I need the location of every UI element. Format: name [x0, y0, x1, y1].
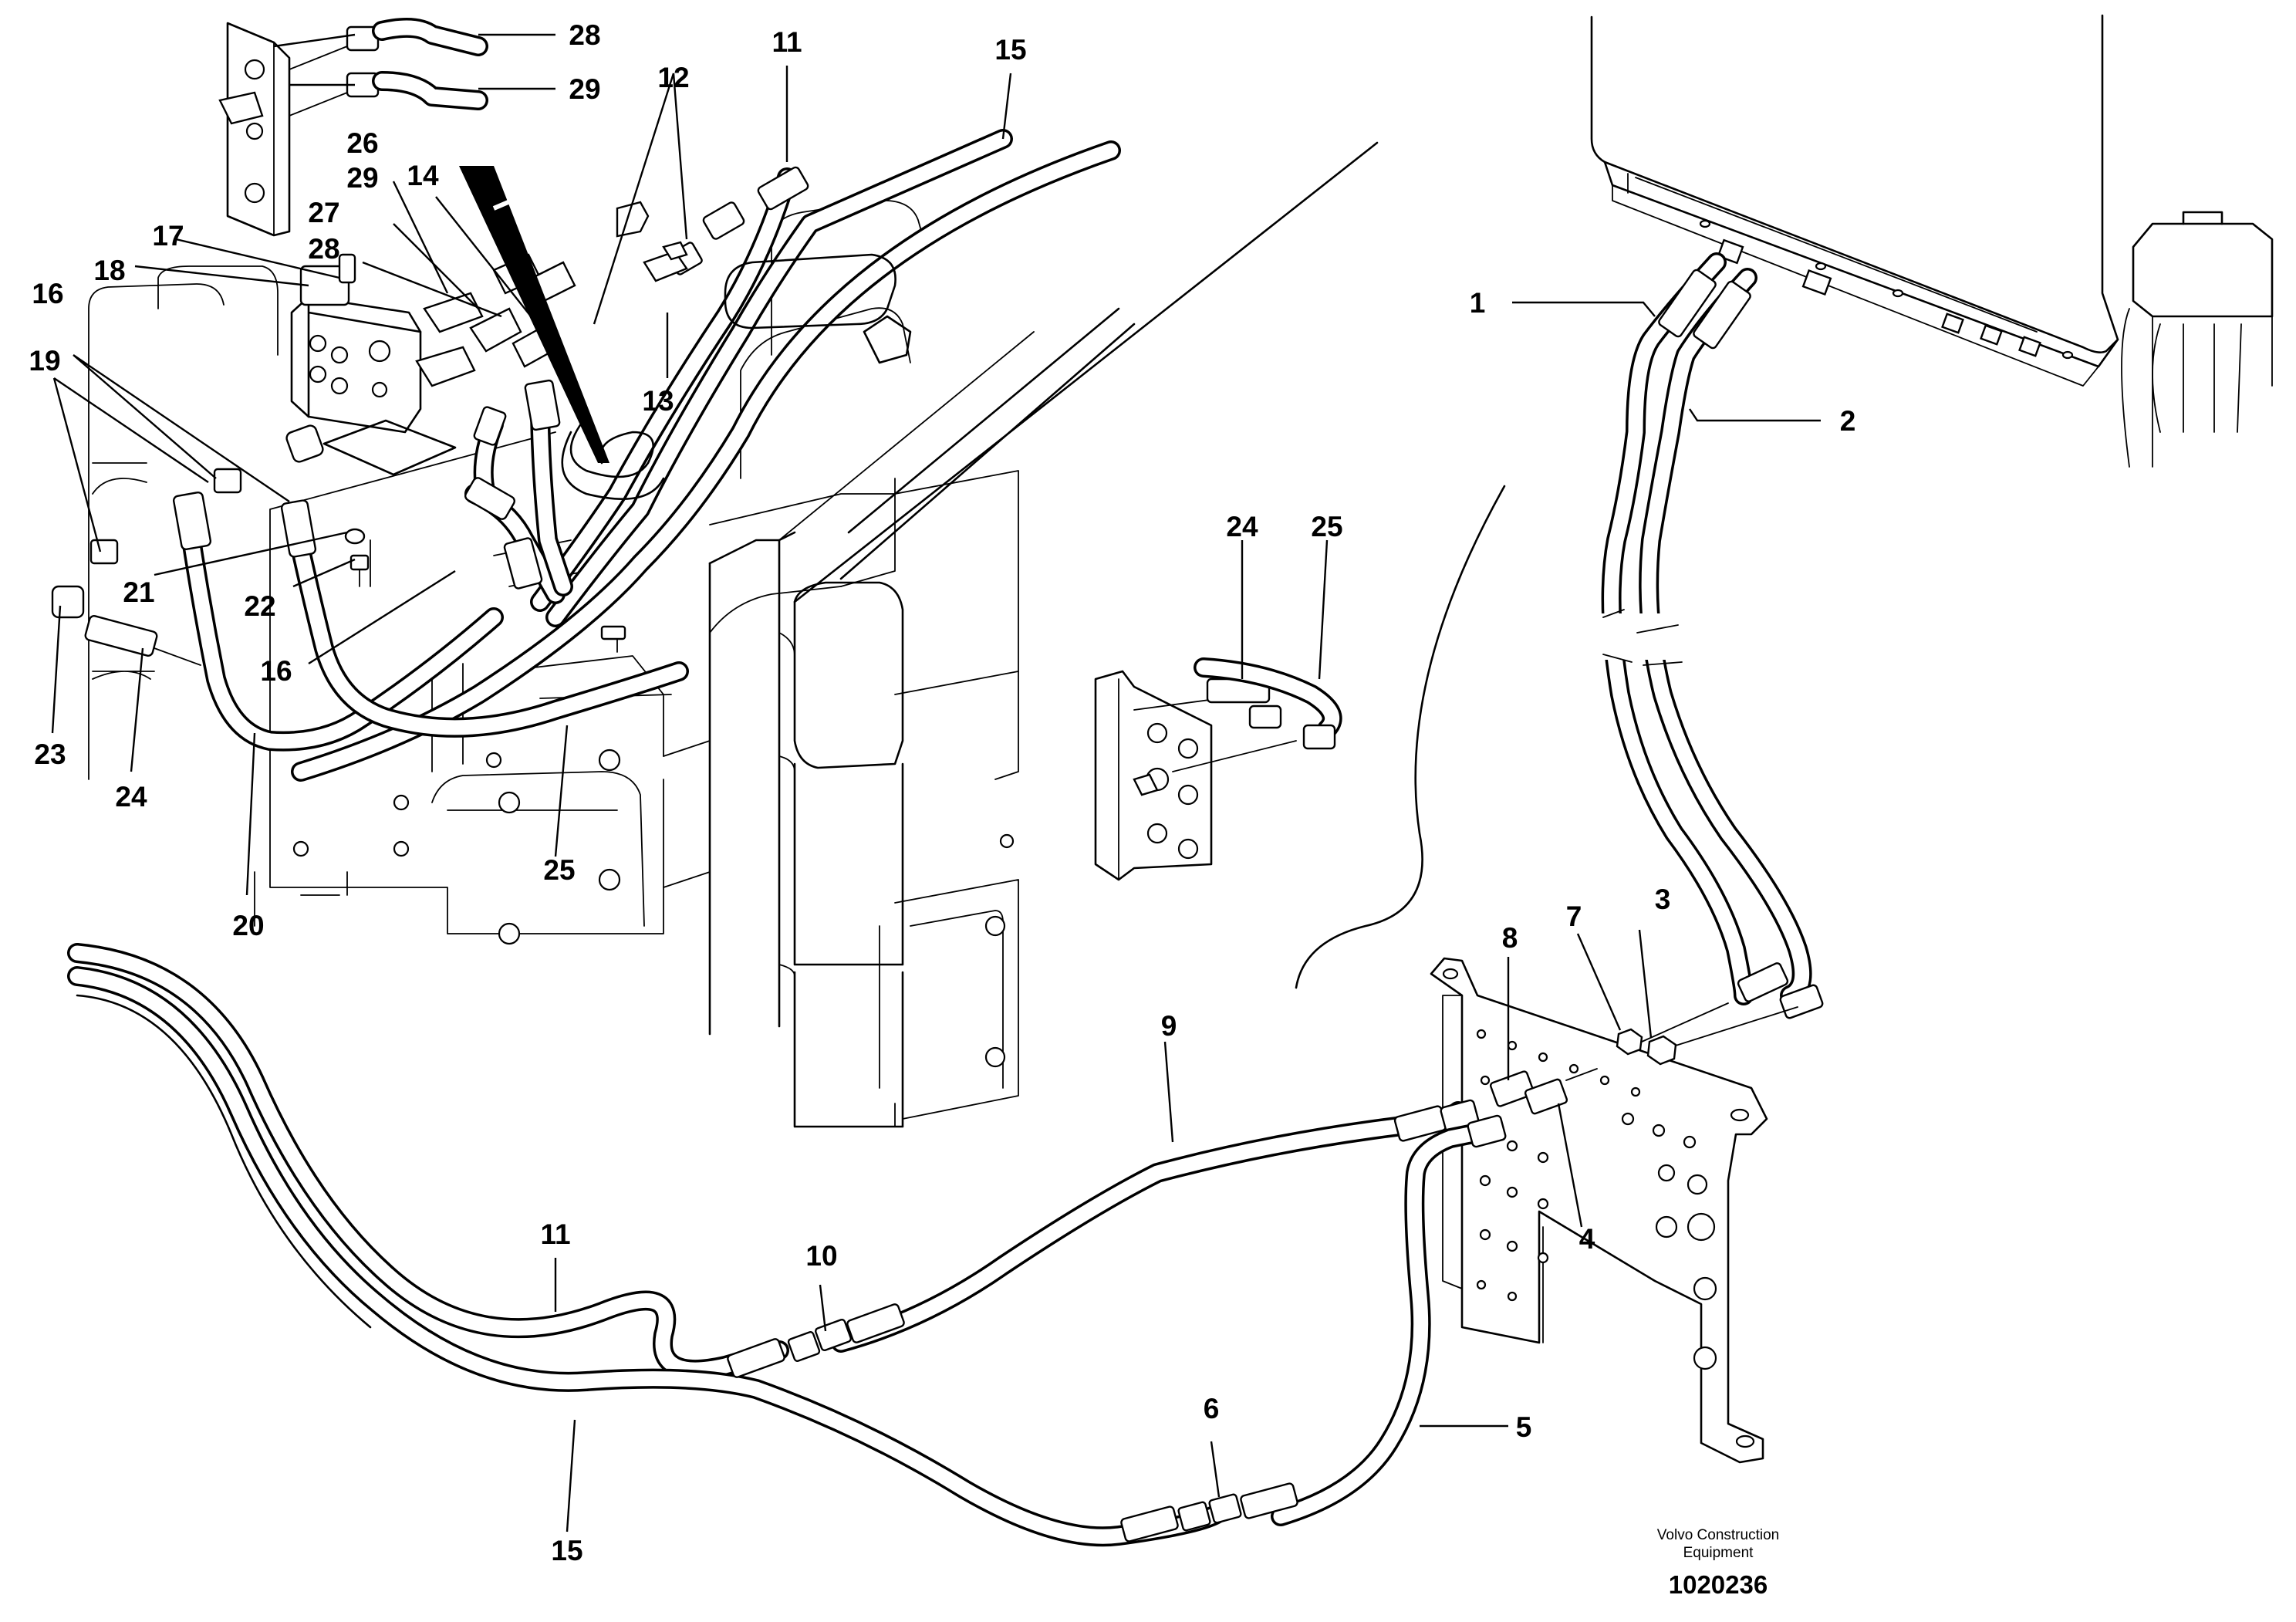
callout-21: 21	[123, 576, 154, 608]
callout-2: 2	[1840, 405, 1856, 437]
hose-20	[84, 424, 689, 752]
callout-14: 14	[407, 160, 439, 191]
mounting-bracket	[1430, 957, 1798, 1464]
inset-bracket-middle	[1094, 657, 1342, 881]
callout-6: 6	[1204, 1393, 1220, 1424]
callout-12: 12	[657, 62, 689, 93]
callout-24-left: 24	[115, 781, 147, 813]
hose-1-2-assembly	[1597, 252, 1824, 1019]
callout-22: 22	[244, 590, 275, 622]
callout-28-top: 28	[569, 19, 600, 51]
callout-1: 1	[1470, 287, 1486, 319]
callout-9: 9	[1161, 1010, 1177, 1042]
callout-17: 17	[152, 220, 184, 252]
hose-11-15-upper	[291, 129, 1121, 782]
callout-25-middle: 25	[1311, 511, 1342, 542]
callout-26: 26	[346, 127, 378, 159]
callout-29-top: 29	[569, 73, 600, 105]
hose-9	[831, 1099, 1480, 1353]
callout-3: 3	[1655, 884, 1671, 915]
callout-8: 8	[1502, 922, 1518, 954]
brand-line-1: Volvo Construction	[1657, 1527, 1779, 1543]
frame-diagonals	[778, 141, 1506, 989]
callout-20: 20	[232, 910, 264, 941]
callout-19: 19	[29, 345, 60, 377]
callout-29-mid: 29	[346, 162, 378, 194]
footer-credit: Volvo Construction Equipment 1020236	[1657, 1527, 1779, 1599]
control-box	[1590, 14, 2274, 468]
pointer-wedge	[459, 166, 609, 463]
brand-line-2: Equipment	[1683, 1545, 1754, 1561]
callout-13: 13	[642, 385, 674, 417]
callout-24-middle: 24	[1226, 511, 1258, 542]
central-post	[708, 531, 904, 1128]
drawing-number: 1020236	[1669, 1570, 1768, 1599]
callout-28-mid: 28	[308, 233, 339, 265]
callout-16-upper: 16	[32, 278, 63, 309]
callout-16-lower: 16	[260, 655, 292, 687]
hose-5	[1271, 1114, 1507, 1526]
callout-10: 10	[805, 1240, 837, 1272]
leader-lines	[51, 33, 1821, 1532]
callout-15-bottom: 15	[551, 1535, 582, 1566]
callout-11-top: 11	[772, 26, 802, 58]
bracket-holes	[1442, 968, 1755, 1448]
hose-11-15-bottom	[67, 943, 1298, 1547]
callout-7: 7	[1566, 901, 1582, 932]
inset-bracket-top-left	[218, 18, 488, 237]
callout-27: 27	[308, 197, 339, 228]
callout-18: 18	[93, 255, 125, 286]
callout-labels: 1 2 3 4 5 6 7 8 9 10 11 11 12 13 14 15 1…	[29, 19, 1855, 1566]
callout-5: 5	[1516, 1411, 1532, 1443]
callout-25-bottom: 25	[543, 854, 575, 886]
callout-23: 23	[34, 738, 66, 770]
callout-15-top: 15	[994, 34, 1026, 66]
callout-11-bottom: 11	[540, 1218, 570, 1250]
callout-4: 4	[1579, 1223, 1595, 1255]
